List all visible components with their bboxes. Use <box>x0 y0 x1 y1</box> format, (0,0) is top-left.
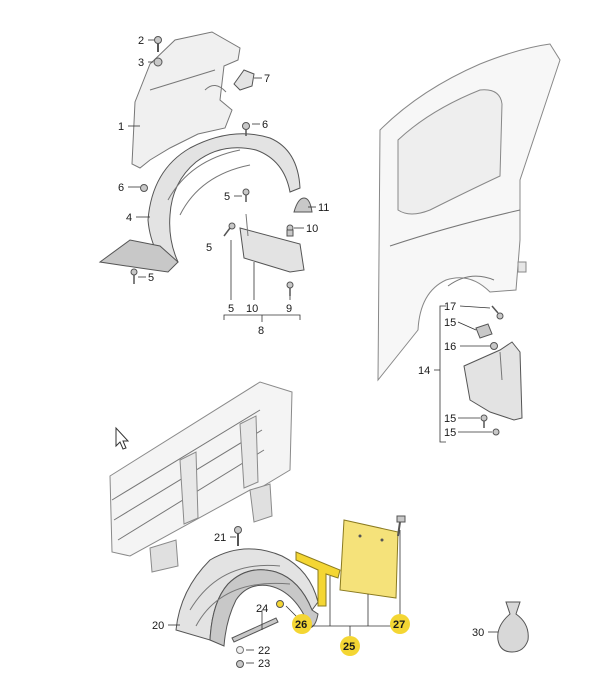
callout-20: 20 <box>152 620 164 632</box>
screw-icon <box>491 305 504 320</box>
callout-21: 21 <box>214 532 226 544</box>
nut-icon <box>236 660 244 668</box>
callout-14: 14 <box>418 365 430 377</box>
highlight-marker <box>390 614 410 634</box>
callout-3: 3 <box>138 57 144 69</box>
bolt-icon <box>396 515 406 537</box>
nut-icon <box>276 600 284 608</box>
callout-23: 23 <box>258 658 270 670</box>
callout-10: 10 <box>246 303 258 315</box>
screw-icon <box>480 414 488 428</box>
mouse-pointer-icon <box>115 426 130 450</box>
leader-lines-top-left <box>128 39 316 300</box>
callout-16: 16 <box>444 341 456 353</box>
callout-15: 15 <box>444 413 456 425</box>
flatbed-post <box>179 451 199 525</box>
screw-icon <box>130 268 138 284</box>
screw-icon <box>286 281 294 296</box>
bracket-clip <box>233 69 255 91</box>
van-body-group <box>377 43 561 443</box>
callout-27: 27 <box>393 619 405 631</box>
liner-mud-flap <box>98 239 179 273</box>
washer-icon <box>236 646 244 654</box>
bolt-icon <box>234 526 242 546</box>
cap <box>293 197 313 213</box>
flatbed-group <box>109 381 293 573</box>
flatbed-side-rail <box>109 381 293 557</box>
callout-1: 1 <box>118 121 124 133</box>
flatbed-crossmember <box>149 539 179 573</box>
van-rear-window <box>397 89 503 215</box>
rubber-strip <box>231 617 279 643</box>
callout-9: 9 <box>286 303 292 315</box>
callout-25: 25 <box>343 641 355 653</box>
front-fender-group <box>98 31 313 322</box>
callout-5: 5 <box>224 191 230 203</box>
callout-15: 15 <box>444 317 456 329</box>
callout-24: 24 <box>256 603 268 615</box>
rear-fender-inner <box>209 569 319 647</box>
callout-7: 7 <box>264 73 270 85</box>
callout-22: 22 <box>258 645 270 657</box>
screw-icon <box>140 184 148 192</box>
highlight-marker <box>340 636 360 656</box>
wheel-arch-liner <box>147 133 301 267</box>
callout-5: 5 <box>228 303 234 315</box>
callout-5: 5 <box>148 272 154 284</box>
nut-icon <box>153 57 163 67</box>
nut-icon <box>490 342 498 350</box>
callout-2: 2 <box>138 35 144 47</box>
screw-icon <box>242 188 250 202</box>
bracket-clip <box>475 323 493 339</box>
callout-15: 15 <box>444 427 456 439</box>
callout-4: 4 <box>126 212 132 224</box>
screw-icon <box>492 428 500 436</box>
screw-icon <box>223 222 236 237</box>
rear-mud-flap <box>463 341 523 421</box>
callout-6: 6 <box>118 182 124 194</box>
flatbed-crossmember <box>249 483 273 523</box>
rear-wheel-housing-group <box>168 515 410 668</box>
screw-icon <box>242 122 250 136</box>
callout-11: 11 <box>318 202 329 214</box>
front-mud-flap <box>239 227 305 273</box>
parts-bag <box>497 601 529 653</box>
bolt-icon <box>286 224 294 237</box>
callout-17: 17 <box>444 301 456 313</box>
parts-bag-group <box>488 601 529 653</box>
callout-labels: 2 3 7 1 6 6 5 11 4 10 5 5 5 10 9 8 17 15… <box>118 35 484 670</box>
bolt-icon <box>154 36 162 52</box>
callout-26: 26 <box>295 619 307 631</box>
mudflap-bracket <box>295 551 341 607</box>
callout-30: 30 <box>472 627 484 639</box>
callout-8: 8 <box>258 325 264 337</box>
callout-10: 10 <box>306 223 318 235</box>
callout-6: 6 <box>262 119 268 131</box>
mudflap-plate <box>339 519 399 599</box>
flatbed-post <box>239 415 259 489</box>
highlight-marker <box>292 614 312 634</box>
callout-5: 5 <box>206 242 212 254</box>
